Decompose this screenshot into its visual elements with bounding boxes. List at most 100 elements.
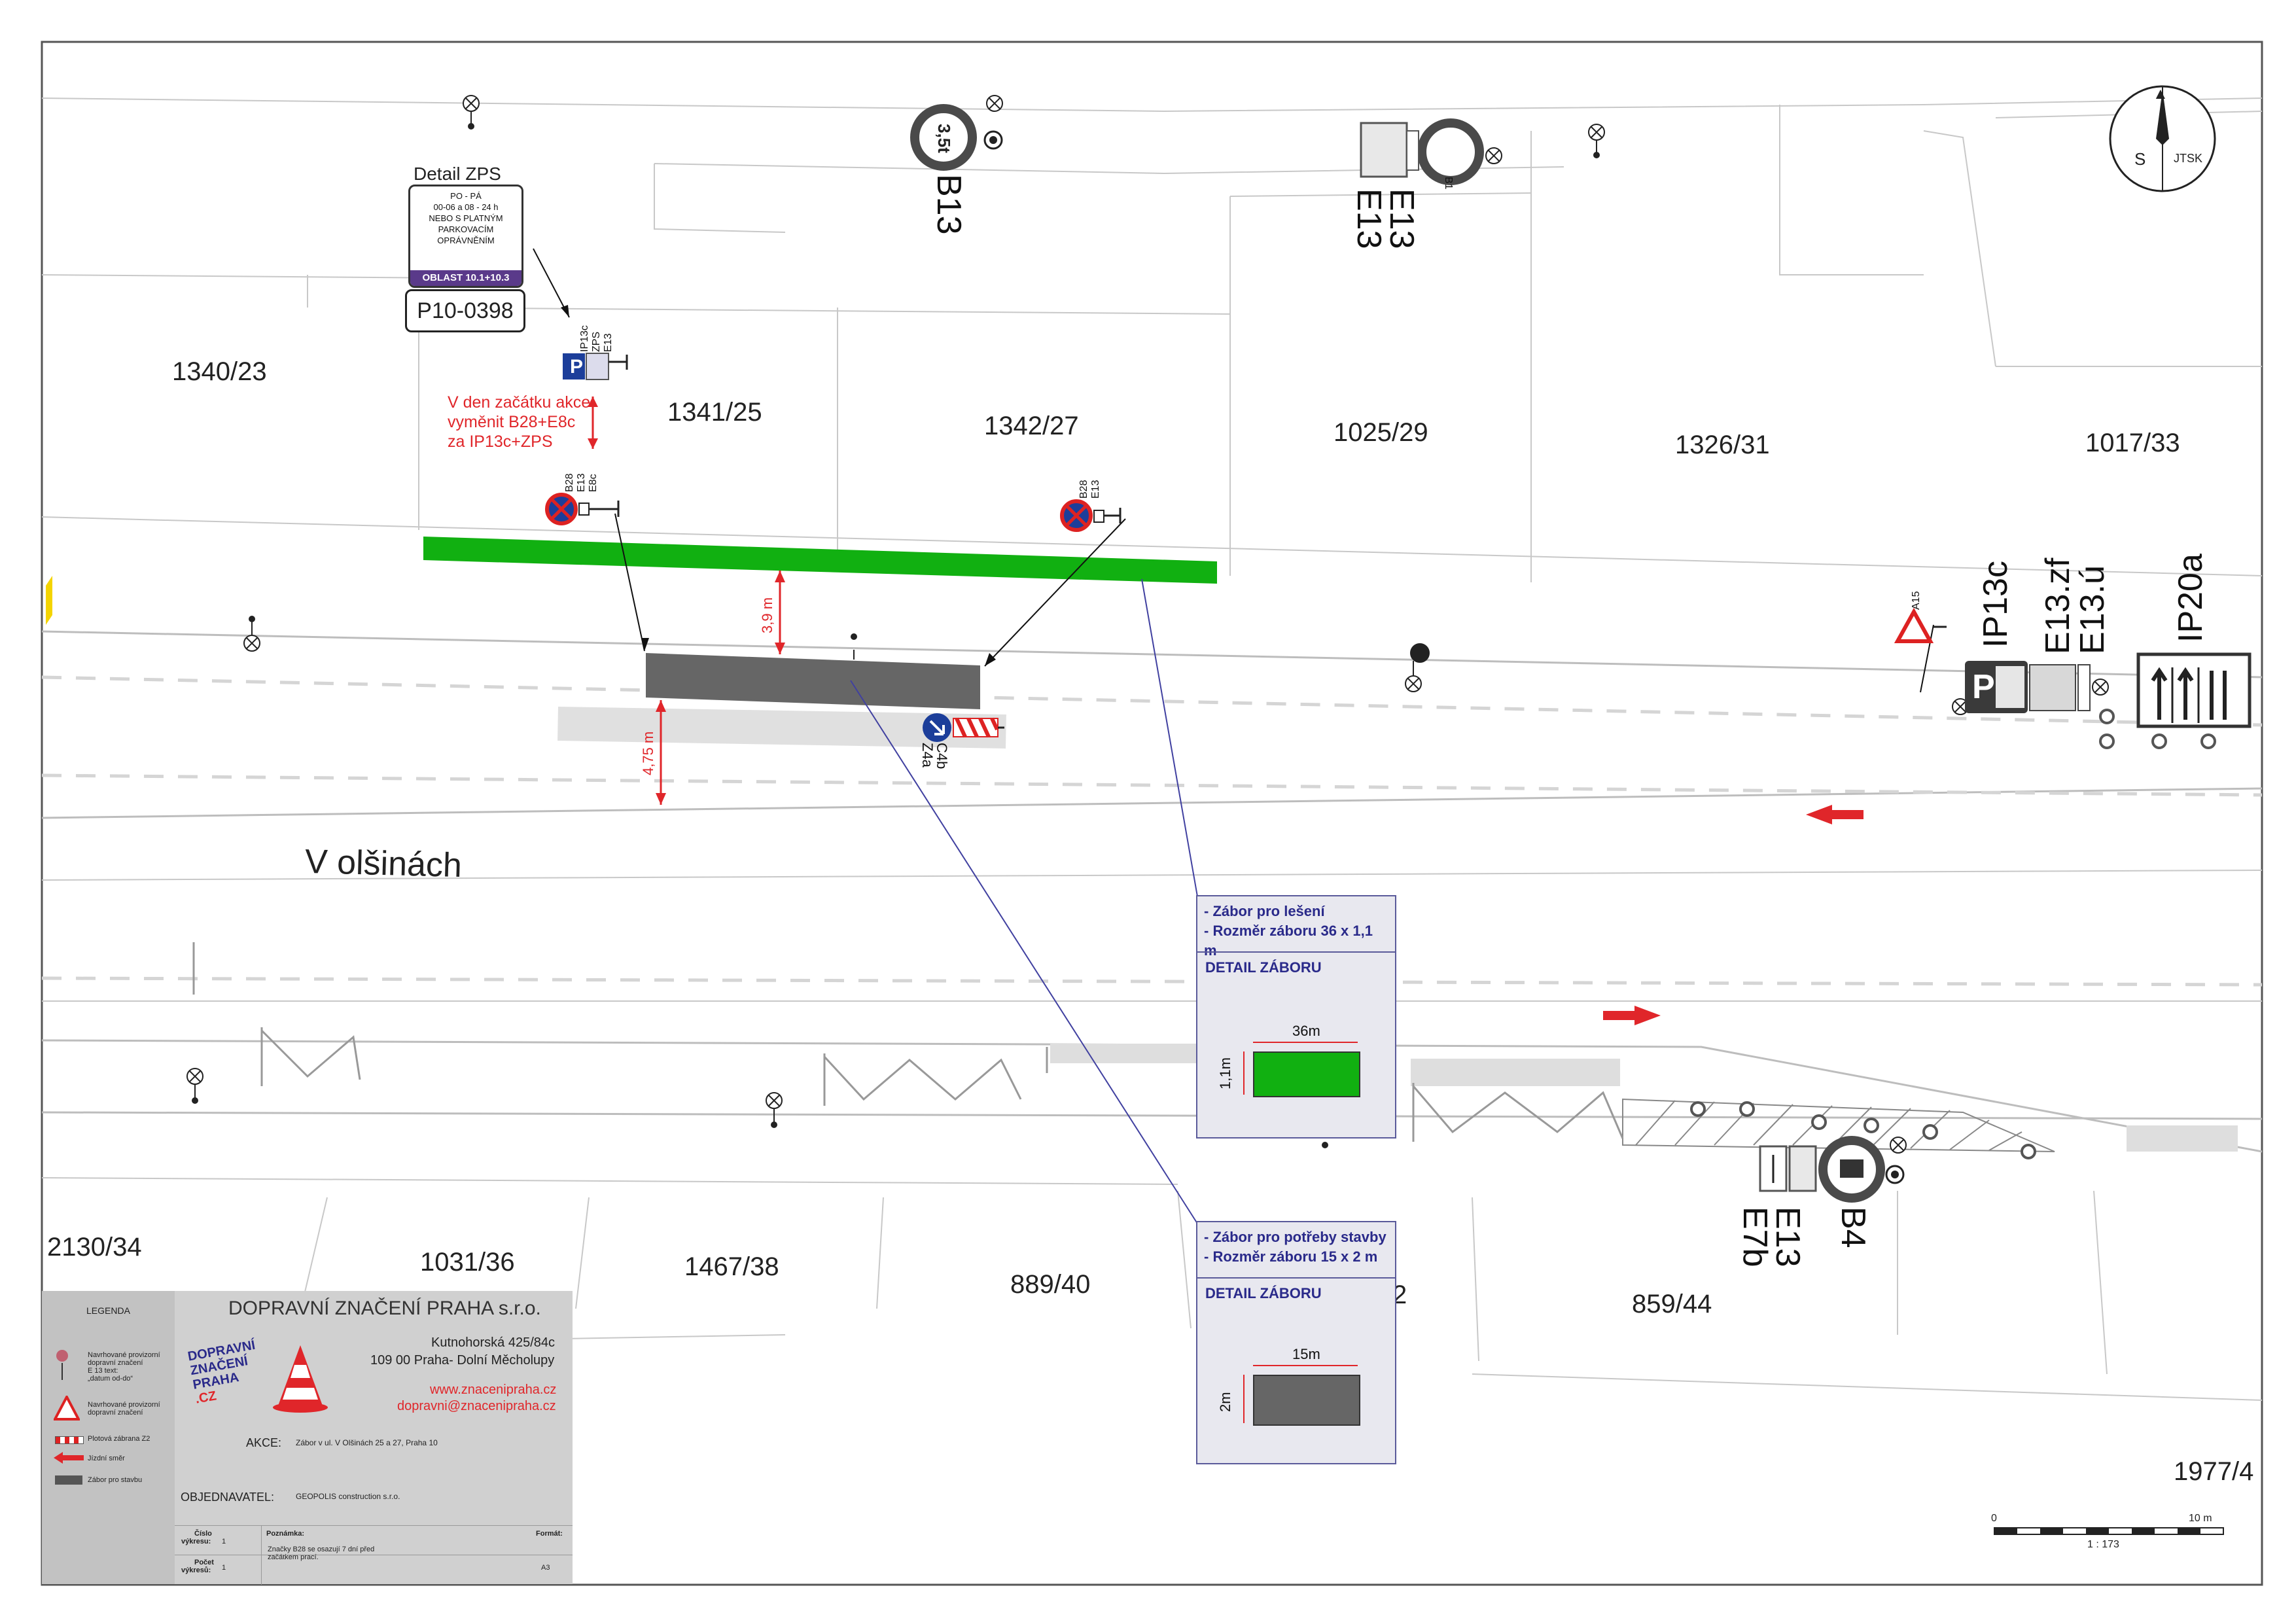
parking-p-icon: P bbox=[1972, 668, 1995, 706]
lane-markings bbox=[41, 675, 2263, 987]
b4-code: B4 bbox=[1834, 1207, 1872, 1248]
legend-column: LEGENDA Navrhované provizorní dopravní z… bbox=[42, 1291, 175, 1584]
ip13c-code: IP13c bbox=[1977, 561, 2015, 648]
company-address-2: 109 00 Praha- Dolní Měcholupy bbox=[370, 1353, 555, 1368]
height-dim-label: 1,1m bbox=[1217, 1057, 1233, 1089]
info-grid: Číslo výkresu: 1 Počet výkresů: 1 Poznám… bbox=[175, 1525, 573, 1585]
legend-item-1: „datum od-do“ bbox=[88, 1375, 133, 1383]
sheet-frame bbox=[41, 41, 2263, 1586]
e8c-small-code: E8c bbox=[588, 474, 599, 492]
construction-detail-rect bbox=[1253, 1375, 1360, 1426]
red-note: V den začátku akce vyměnit B28+E8c za IP… bbox=[448, 393, 590, 451]
width-dim-line bbox=[1253, 1365, 1358, 1366]
b28-small-code: B28 bbox=[564, 473, 575, 492]
dimension-label: 3,9 m bbox=[759, 597, 775, 633]
parking-strip-3 bbox=[1411, 1059, 1620, 1086]
poznamka-value: začátkem prací. bbox=[268, 1553, 319, 1561]
b13-sign-graphic bbox=[910, 104, 1003, 171]
poznamka-label: Poznámka: bbox=[266, 1530, 305, 1538]
parcel-label: 1342/27 bbox=[984, 412, 1079, 440]
format-label: Formát: bbox=[536, 1530, 563, 1538]
panel-line: - Zábor pro lešení bbox=[1204, 903, 1325, 919]
height-dim-line bbox=[1243, 1375, 1245, 1423]
parcel-label: 1025/29 bbox=[1333, 418, 1428, 447]
parking-strip-4 bbox=[2127, 1125, 2238, 1152]
cislo-label: Číslo bbox=[194, 1530, 212, 1538]
ip20a-graphic bbox=[2136, 652, 2252, 728]
panel-leaders bbox=[850, 578, 1198, 1224]
zps-zone-band: OBLAST 10.1+10.3 bbox=[410, 270, 521, 286]
legend-item-3: Plotová zábrana Z2 bbox=[88, 1435, 150, 1443]
parcel-label: 2130/34 bbox=[47, 1233, 142, 1262]
detail-panel-construction: - Zábor pro potřeby stavby - Rozměr zábo… bbox=[1196, 1221, 1396, 1464]
width-dim-label: 36m bbox=[1292, 1023, 1320, 1039]
pocet-label: Počet bbox=[194, 1559, 214, 1566]
dimension-lines bbox=[660, 571, 781, 805]
width-dim-line bbox=[1253, 1042, 1358, 1043]
objednavatel-value: GEOPOLIS construction s.r.o. bbox=[296, 1492, 400, 1501]
company-logo: DOPRAVNÍ ZNAČENÍ PRAHA .CZ bbox=[186, 1335, 280, 1407]
height-dim-label: 2m bbox=[1217, 1392, 1233, 1412]
tree bbox=[1410, 643, 1430, 663]
b28-sign-left-graphic bbox=[545, 493, 620, 525]
b13-plate-text: 3,5t bbox=[934, 124, 954, 153]
ip13c-big-graphic bbox=[1965, 661, 2091, 713]
legend-item-1: dopravní značení bbox=[88, 1359, 143, 1367]
direction-arrow-left bbox=[1806, 805, 1863, 824]
north-arrow-icon: ▲ bbox=[2153, 85, 2168, 103]
compass-label-jtsk: JTSK bbox=[2174, 152, 2203, 165]
bollards bbox=[1690, 709, 2216, 1159]
legend-item-5: Zábor pro stavbu bbox=[88, 1476, 143, 1484]
b1-sign-graphic bbox=[1360, 118, 1484, 185]
pocet-label: výkresů: bbox=[181, 1566, 211, 1574]
panel-line: - Rozměr záboru 36 x 1,1 m bbox=[1204, 923, 1373, 959]
a15-code: A15 bbox=[1911, 591, 1922, 610]
company-email: dopravni@znacenipraha.cz bbox=[397, 1399, 556, 1413]
scale-bar-graphic bbox=[1994, 1527, 2224, 1535]
e13-right-code: E13 bbox=[1090, 480, 1101, 499]
z4a-code: Z4a bbox=[919, 743, 936, 768]
red-note-line: za IP13c+ZPS bbox=[448, 432, 553, 451]
zps-line: PARKOVACÍM bbox=[438, 224, 494, 234]
panel-header: DETAIL ZÁBORU bbox=[1205, 1285, 1322, 1301]
red-note-line: V den začátku akce bbox=[448, 393, 591, 412]
dimension-arrowheads bbox=[588, 397, 785, 805]
e13zf-code: E13.zf bbox=[2039, 557, 2077, 654]
format-value: A3 bbox=[541, 1564, 550, 1572]
e13-top-code-2: E13 bbox=[1350, 188, 1388, 249]
b4-sign-graphic bbox=[1759, 1136, 1905, 1203]
zps-line: PO - PÁ bbox=[450, 191, 482, 201]
parking-p-icon: P bbox=[570, 356, 584, 378]
objednavatel-label: OBJEDNAVATEL: bbox=[181, 1491, 275, 1504]
panel-line: - Zábor pro potřeby stavby bbox=[1204, 1229, 1386, 1245]
company-web: www.znacenipraha.cz bbox=[430, 1383, 557, 1397]
legend-item-4: Jízdní směr bbox=[88, 1455, 125, 1462]
cislo-label: výkresu: bbox=[181, 1538, 211, 1545]
legend-item-2: Navrhované provizorní bbox=[88, 1401, 160, 1409]
zps-line: NEBO S PLATNÝM bbox=[429, 213, 503, 223]
c4b-z4a-graphic bbox=[923, 713, 1004, 742]
akce-value: Zábor v ul. V Olšinách 25 a 27, Praha 10 bbox=[296, 1438, 438, 1447]
legend-sign-icon bbox=[56, 1350, 68, 1362]
traffic-cone-icon bbox=[273, 1345, 328, 1413]
dimension-label: 4,75 m bbox=[640, 731, 656, 775]
parcel-label: 1467/38 bbox=[684, 1252, 779, 1281]
pocet-value: 1 bbox=[222, 1564, 226, 1572]
e7b-code: E7b bbox=[1736, 1207, 1774, 1267]
compass-graphic bbox=[2109, 85, 2216, 192]
parcel-label: 859/44 bbox=[1632, 1290, 1712, 1318]
e13-small-code: E13 bbox=[603, 333, 614, 352]
zps-detail-title: Detail ZPS bbox=[414, 164, 501, 184]
parcel-boundaries bbox=[41, 97, 2263, 1401]
direction-arrow-right bbox=[1603, 1006, 1661, 1025]
fences bbox=[192, 942, 1624, 1142]
scale-ten: 10 m bbox=[2189, 1513, 2212, 1524]
legend-item-1: Navrhované provizorní bbox=[88, 1351, 160, 1359]
lamps bbox=[186, 95, 2109, 1154]
zps-small-code: ZPS bbox=[591, 331, 602, 352]
panel-header: DETAIL ZÁBORU bbox=[1205, 959, 1322, 976]
legend-arrow-icon bbox=[54, 1452, 84, 1464]
construction-occupancy bbox=[646, 653, 980, 709]
height-dim-line bbox=[1243, 1051, 1245, 1095]
